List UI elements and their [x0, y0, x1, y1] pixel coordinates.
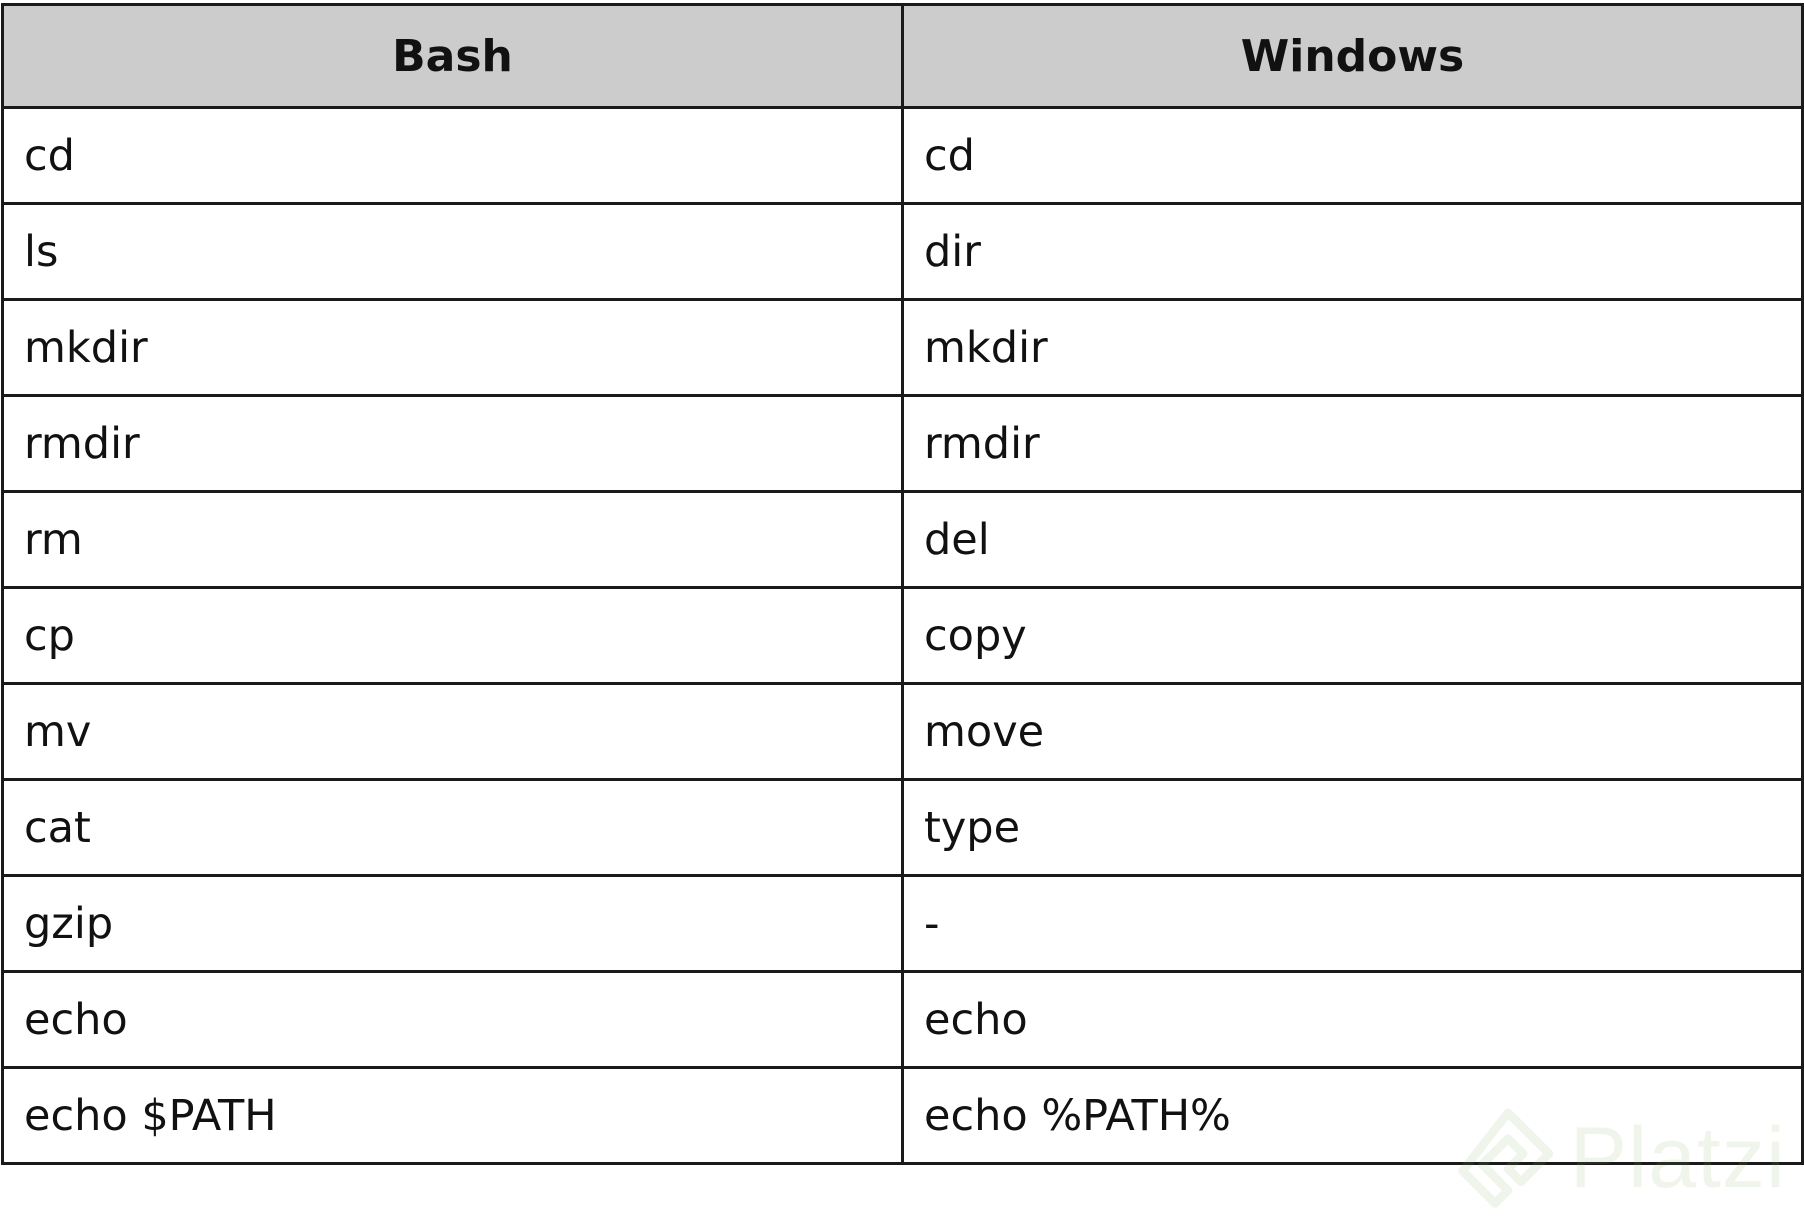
bash-command-cell: ls	[1, 202, 904, 301]
table-row: mv move	[1, 682, 1804, 781]
column-header-bash: Bash	[1, 3, 904, 109]
bash-command-cell: cd	[1, 106, 904, 205]
windows-command-cell: dir	[901, 202, 1804, 301]
table-row: echo echo	[1, 970, 1804, 1069]
table-row: cd cd	[1, 106, 1804, 205]
command-comparison-table: Bash Windows cd cd ls dir mkdir mkdir rm…	[1, 3, 1804, 1165]
windows-command-cell: type	[901, 778, 1804, 877]
windows-command-cell: echo	[901, 970, 1804, 1069]
table-header-row: Bash Windows	[1, 3, 1804, 109]
bash-command-cell: cat	[1, 778, 904, 877]
bash-command-cell: echo	[1, 970, 904, 1069]
bash-command-cell: gzip	[1, 874, 904, 973]
table-row: echo $PATH echo %PATH%	[1, 1066, 1804, 1165]
bash-command-cell: cp	[1, 586, 904, 685]
column-header-windows: Windows	[901, 3, 1804, 109]
table-row: gzip -	[1, 874, 1804, 973]
table-row: rmdir rmdir	[1, 394, 1804, 493]
windows-command-cell: mkdir	[901, 298, 1804, 397]
table-row: cat type	[1, 778, 1804, 877]
windows-command-cell: cd	[901, 106, 1804, 205]
bash-command-cell: mkdir	[1, 298, 904, 397]
table-row: cp copy	[1, 586, 1804, 685]
table-row: ls dir	[1, 202, 1804, 301]
windows-command-cell: echo %PATH%	[901, 1066, 1804, 1165]
windows-command-cell: rmdir	[901, 394, 1804, 493]
windows-command-cell: move	[901, 682, 1804, 781]
bash-command-cell: rm	[1, 490, 904, 589]
windows-command-cell: -	[901, 874, 1804, 973]
table-row: mkdir mkdir	[1, 298, 1804, 397]
windows-command-cell: copy	[901, 586, 1804, 685]
bash-command-cell: rmdir	[1, 394, 904, 493]
windows-command-cell: del	[901, 490, 1804, 589]
table-row: rm del	[1, 490, 1804, 589]
bash-command-cell: mv	[1, 682, 904, 781]
bash-command-cell: echo $PATH	[1, 1066, 904, 1165]
